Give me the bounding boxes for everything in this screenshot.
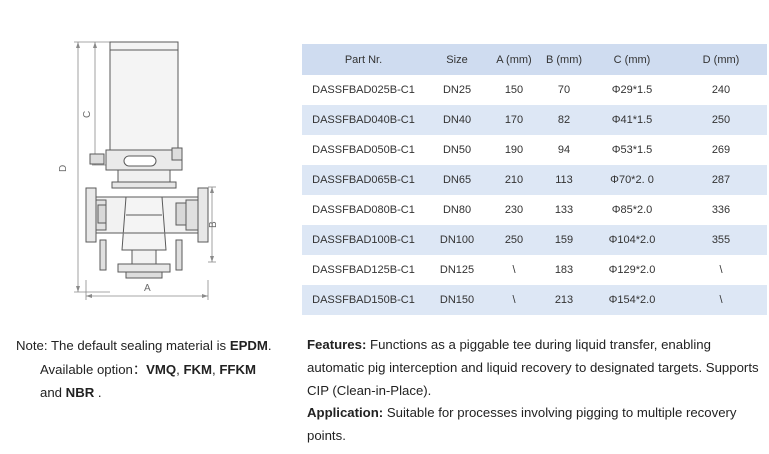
- features-section: Features: Functions as a piggable tee du…: [307, 334, 765, 448]
- cell-c: Φ129*2.0: [608, 264, 656, 276]
- cell-d: 355: [711, 234, 731, 246]
- table-row: DASSFBAD125B-C1 DN125 \ 183 Φ129*2.0 \: [302, 255, 767, 285]
- cell-part-nr: DASSFBAD065B-C1: [312, 174, 415, 186]
- header-b: B (mm): [545, 53, 583, 66]
- cell-c: Φ104*2.0: [608, 234, 656, 246]
- cell-a: 170: [504, 114, 524, 126]
- sealing-material-note: Note: The default sealing material is EP…: [16, 334, 301, 405]
- header-d: D (mm): [702, 53, 740, 66]
- cell-part-nr: DASSFBAD025B-C1: [312, 84, 415, 96]
- cell-part-nr: DASSFBAD125B-C1: [312, 264, 415, 276]
- table-row: DASSFBAD080B-C1 DN80 230 133 Φ85*2.0 336: [302, 195, 767, 225]
- header-part-nr: Part Nr.: [344, 53, 383, 66]
- dim-label-d: D: [58, 165, 69, 172]
- cell-part-nr: DASSFBAD040B-C1: [312, 114, 415, 126]
- cell-size: DN65: [442, 174, 472, 186]
- option-ffkm: FFKM: [219, 361, 256, 377]
- available-option-label: Available option：: [40, 361, 147, 377]
- cell-part-nr: DASSFBAD100B-C1: [312, 234, 415, 246]
- cell-part-nr: DASSFBAD150B-C1: [312, 294, 415, 306]
- cell-a: 210: [504, 174, 524, 186]
- cell-b: 159: [554, 234, 574, 246]
- cell-d: \: [719, 294, 723, 306]
- table-row: DASSFBAD150B-C1 DN150 \ 213 Φ154*2.0 \: [302, 285, 767, 315]
- cell-d: 250: [711, 114, 731, 126]
- table-header-row: Part Nr. Size A (mm) B (mm) C (mm) D (mm…: [302, 44, 767, 75]
- header-size: Size: [446, 53, 468, 66]
- option-nbr: NBR: [65, 385, 95, 400]
- application-label: Application:: [307, 405, 384, 421]
- cell-b: 133: [554, 204, 574, 216]
- cell-a: \: [512, 294, 516, 306]
- table-row: DASSFBAD065B-C1 DN65 210 113 Φ70*2. 0 28…: [302, 165, 767, 195]
- cell-size: DN125: [439, 264, 475, 276]
- table-row: DASSFBAD050B-C1 DN50 190 94 Φ53*1.5 269: [302, 135, 767, 165]
- cell-size: DN50: [442, 144, 472, 156]
- option-vmq: VMQ: [146, 361, 177, 377]
- and-text: and: [40, 385, 66, 400]
- note-prefix: Note: The default sealing material is: [16, 338, 230, 353]
- cell-c: Φ85*2.0: [611, 204, 653, 216]
- note-line-options: Available option：VMQ, FKM, FFKM: [16, 358, 301, 382]
- cell-a: \: [512, 264, 516, 276]
- separator: ,: [176, 361, 184, 377]
- features-text: Functions as a piggable tee during liqui…: [307, 337, 759, 398]
- cell-d: \: [719, 264, 723, 276]
- cell-part-nr: DASSFBAD050B-C1: [312, 144, 415, 156]
- cell-a: 230: [504, 204, 524, 216]
- cell-c: Φ154*2.0: [608, 294, 656, 306]
- specifications-table: Part Nr. Size A (mm) B (mm) C (mm) D (mm…: [302, 44, 767, 315]
- header-c: C (mm): [613, 53, 651, 66]
- cell-size: DN40: [442, 114, 472, 126]
- cell-a: 150: [504, 84, 524, 96]
- cell-size: DN150: [439, 294, 475, 306]
- cell-b: 183: [554, 264, 574, 276]
- cell-c: Φ70*2. 0: [610, 174, 654, 186]
- cell-b: 94: [557, 144, 571, 156]
- header-a: A (mm): [496, 53, 532, 66]
- dim-label-b: B: [208, 221, 219, 228]
- application-text: Suitable for processes involving pigging…: [307, 405, 737, 444]
- cell-d: 336: [711, 204, 731, 216]
- features-label: Features:: [307, 337, 367, 352]
- cell-d: 287: [711, 174, 731, 186]
- cell-b: 70: [557, 84, 571, 96]
- cell-b: 82: [557, 114, 571, 126]
- dim-label-a: A: [144, 283, 151, 294]
- note-line-nbr: and NBR .: [16, 381, 301, 405]
- cell-size: DN25: [442, 84, 472, 96]
- cell-d: 269: [711, 144, 731, 156]
- option-fkm: FKM: [183, 361, 213, 377]
- cell-part-nr: DASSFBAD080B-C1: [312, 204, 415, 216]
- cell-a: 250: [504, 234, 524, 246]
- cell-size: DN80: [442, 204, 472, 216]
- table-row: DASSFBAD040B-C1 DN40 170 82 Φ41*1.5 250: [302, 105, 767, 135]
- table-row: DASSFBAD025B-C1 DN25 150 70 Φ29*1.5 240: [302, 75, 767, 105]
- note-line-default: Note: The default sealing material is EP…: [16, 334, 301, 358]
- cell-b: 213: [554, 294, 574, 306]
- cell-size: DN100: [439, 234, 475, 246]
- note-suffix: .: [267, 338, 272, 353]
- cell-c: Φ53*1.5: [611, 144, 653, 156]
- cell-c: Φ41*1.5: [611, 114, 653, 126]
- cell-b: 113: [555, 174, 573, 186]
- cell-d: 240: [711, 84, 731, 96]
- application-paragraph: Application: Suitable for processes invo…: [307, 402, 765, 448]
- features-paragraph: Features: Functions as a piggable tee du…: [307, 334, 765, 402]
- dim-label-c: C: [82, 111, 93, 118]
- note-end: .: [94, 385, 102, 400]
- cell-a: 190: [504, 144, 524, 156]
- valve-technical-drawing: D C A B: [58, 41, 219, 300]
- cell-c: Φ29*1.5: [611, 84, 653, 96]
- separator: ,: [212, 361, 220, 377]
- default-material: EPDM: [229, 338, 268, 353]
- table-row: DASSFBAD100B-C1 DN100 250 159 Φ104*2.0 3…: [302, 225, 767, 255]
